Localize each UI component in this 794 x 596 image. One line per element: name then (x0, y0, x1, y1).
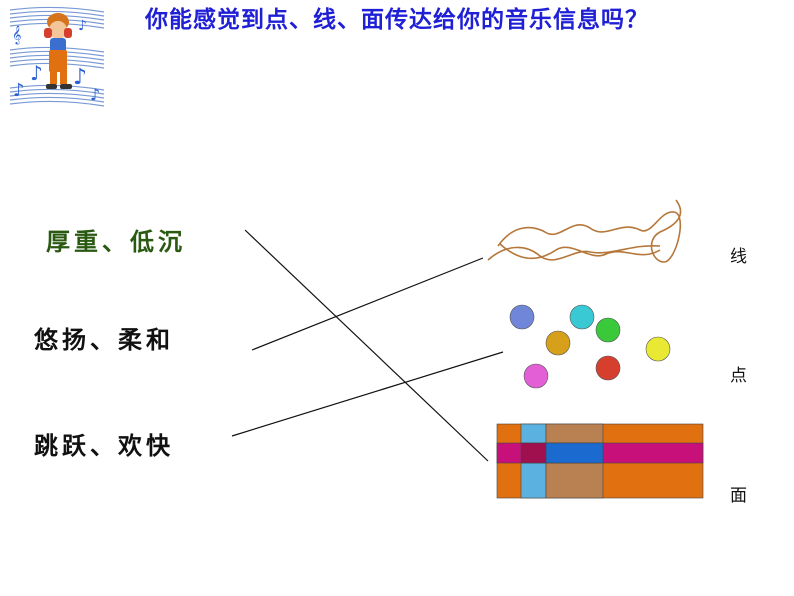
label-point: 点 (730, 366, 747, 386)
connector-melodious-to-line (251, 257, 484, 351)
wavy-line-shape (487, 199, 682, 263)
svg-text:♪: ♪ (13, 80, 25, 101)
label-line: 线 (730, 247, 747, 267)
label-bouncy-cheerful: 跳跃、欢快 (34, 432, 174, 460)
svg-text:♪: ♪ (90, 85, 100, 104)
connector-bouncy-to-point (231, 351, 504, 437)
dot-red (595, 355, 621, 381)
dot-yellow (645, 336, 671, 362)
music-notes-icon: 𝄞 ♪ ♪ ♪ ♪ ♪ (12, 18, 100, 104)
connector-heavy-to-plane (244, 229, 489, 462)
svg-text:𝄞: 𝄞 (12, 25, 21, 45)
label-melodious-gentle: 悠扬、柔和 (34, 326, 174, 354)
dot-pink (523, 363, 549, 389)
label-heavy-low: 厚重、低沉 (46, 228, 186, 256)
plane-shape (496, 423, 704, 499)
page-title: 你能感觉到点、线、面传达给你的音乐信息吗？ (145, 7, 649, 33)
dot-green (595, 317, 621, 343)
dot-periwinkle (509, 304, 535, 330)
dot-gold (545, 330, 571, 356)
svg-text:♪: ♪ (73, 65, 87, 90)
boy-figure-icon (44, 13, 72, 89)
svg-text:♪: ♪ (30, 61, 43, 85)
svg-text:♪: ♪ (78, 18, 87, 34)
label-plane: 面 (730, 486, 747, 506)
dot-cyan (569, 304, 595, 330)
